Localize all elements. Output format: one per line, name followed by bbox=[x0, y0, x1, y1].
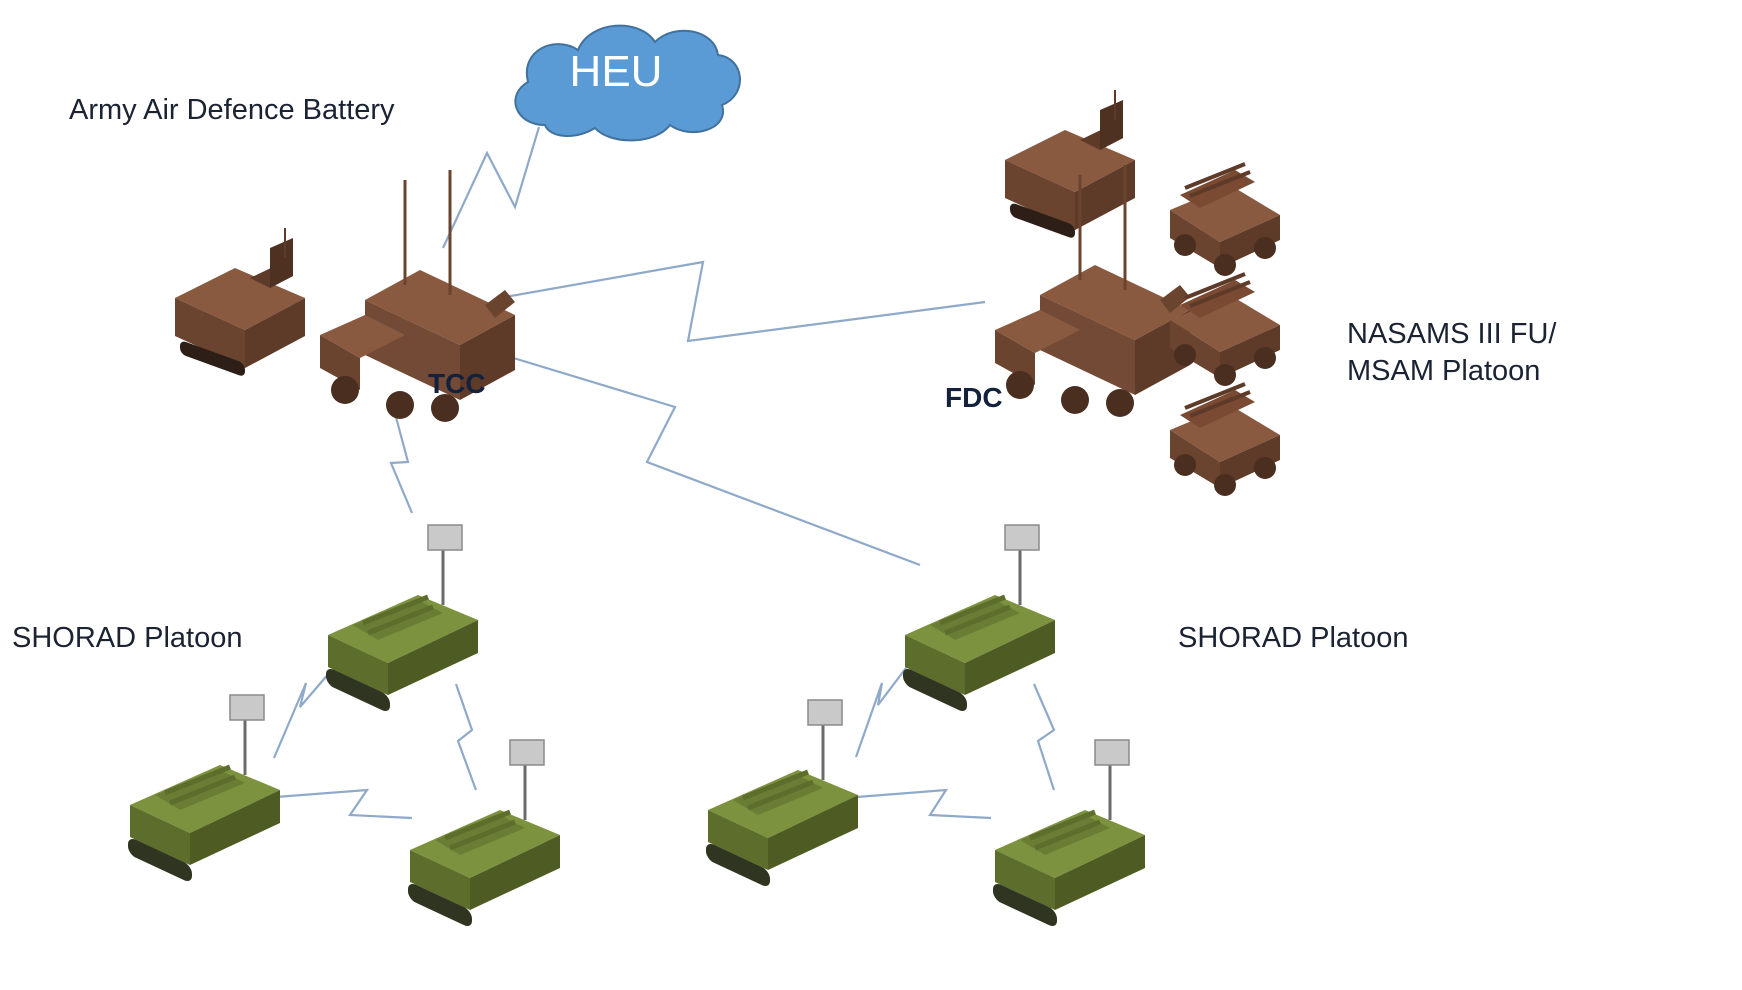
link-left-bottom bbox=[275, 788, 413, 820]
link-left-top-bottomright bbox=[454, 683, 478, 791]
shorad-right-vehicle-top bbox=[903, 525, 1055, 714]
link-tcc-shorad-right bbox=[486, 348, 921, 567]
nasams-launcher-1 bbox=[1168, 162, 1282, 278]
link-tcc-fdc bbox=[504, 260, 986, 343]
battery-radar-vehicle bbox=[174, 227, 306, 379]
link-right-bottom bbox=[856, 788, 992, 820]
link-tcc-heu bbox=[442, 126, 541, 249]
communication-links bbox=[272, 126, 1056, 820]
shorad-left-vehicle-bottom-left bbox=[128, 695, 280, 884]
nasams-label-line1: NASAMS III FU/ bbox=[1347, 318, 1557, 350]
tcc-label: TCC bbox=[428, 368, 486, 399]
fdc-label: FDC bbox=[945, 382, 1003, 413]
shorad-right-vehicle-bottom-right bbox=[993, 740, 1145, 929]
shorad-right-vehicle-bottom-left bbox=[706, 700, 858, 889]
fdc-radar-vehicle bbox=[1004, 89, 1136, 241]
link-right-top-bottomright bbox=[1032, 683, 1056, 791]
nasams-launcher-3 bbox=[1168, 382, 1282, 498]
heu-label: HEU bbox=[570, 47, 663, 96]
link-left-top-bottomleft bbox=[272, 671, 331, 759]
nasams-label-line2: MSAM Platoon bbox=[1347, 355, 1541, 387]
link-tcc-shorad-left bbox=[389, 405, 414, 514]
shorad-left-vehicle-bottom-right bbox=[408, 740, 560, 929]
shorad-left-label: SHORAD Platoon bbox=[12, 622, 243, 654]
tcc-command-truck bbox=[318, 168, 517, 424]
shorad-right-label: SHORAD Platoon bbox=[1178, 622, 1409, 654]
shorad-left-vehicle-top bbox=[326, 525, 478, 714]
heu-cloud: HEU bbox=[514, 24, 741, 142]
link-right-top-bottomleft bbox=[854, 663, 910, 758]
battery-label: Army Air Defence Battery bbox=[69, 94, 395, 126]
nasams-launcher-2 bbox=[1168, 272, 1282, 388]
